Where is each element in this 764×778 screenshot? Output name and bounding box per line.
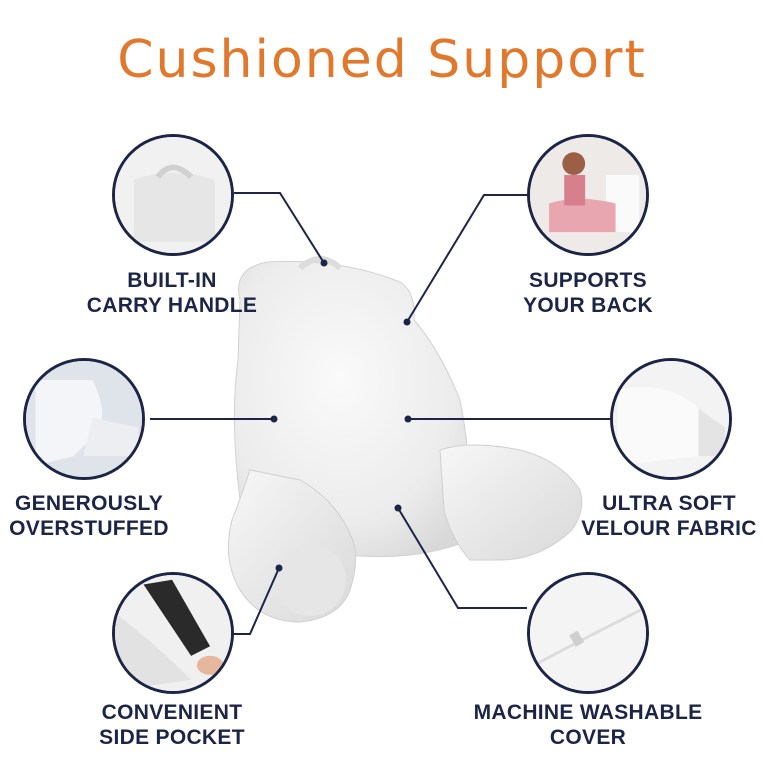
feature-back-support: SUPPORTS YOUR BACK	[488, 268, 688, 318]
pillow-arm-right	[439, 444, 583, 561]
feature-washable: MACHINE WASHABLE COVER	[458, 700, 718, 750]
back-support-photo	[527, 134, 649, 256]
feature-velour: ULTRA SOFT VELOUR FABRIC	[576, 491, 762, 541]
feature-carry-handle-line2: CARRY HANDLE	[86, 294, 258, 317]
feature-carry-handle: BUILT-IN CARRY HANDLE	[70, 268, 274, 318]
feature-washable-line2: COVER	[549, 726, 627, 749]
velour-photo	[610, 358, 732, 480]
feature-back-support-line1: SUPPORTS	[529, 269, 647, 292]
feature-velour-line1: ULTRA SOFT	[602, 492, 736, 515]
pillow-handle	[297, 256, 343, 271]
overstuffed-photo	[23, 358, 145, 480]
page-title: Cushioned Support	[117, 30, 647, 90]
feature-carry-handle-line1: BUILT-IN	[127, 269, 217, 292]
carry-handle-photo	[112, 134, 234, 256]
feature-overstuffed-line2: OVERSTUFFED	[9, 517, 169, 540]
washable-photo	[527, 572, 649, 694]
feature-pocket-line2: SIDE POCKET	[99, 726, 245, 749]
feature-overstuffed: GENEROUSLY OVERSTUFFED	[0, 491, 178, 541]
feature-pocket: CONVENIENT SIDE POCKET	[72, 700, 272, 750]
feature-overstuffed-line1: GENEROUSLY	[14, 492, 164, 515]
feature-velour-line2: VELOUR FABRIC	[581, 517, 757, 540]
feature-back-support-line2: YOUR BACK	[523, 294, 653, 317]
feature-pocket-line1: CONVENIENT	[101, 701, 243, 724]
feature-washable-line1: MACHINE WASHABLE	[473, 701, 703, 724]
side-pocket-photo	[112, 572, 234, 694]
